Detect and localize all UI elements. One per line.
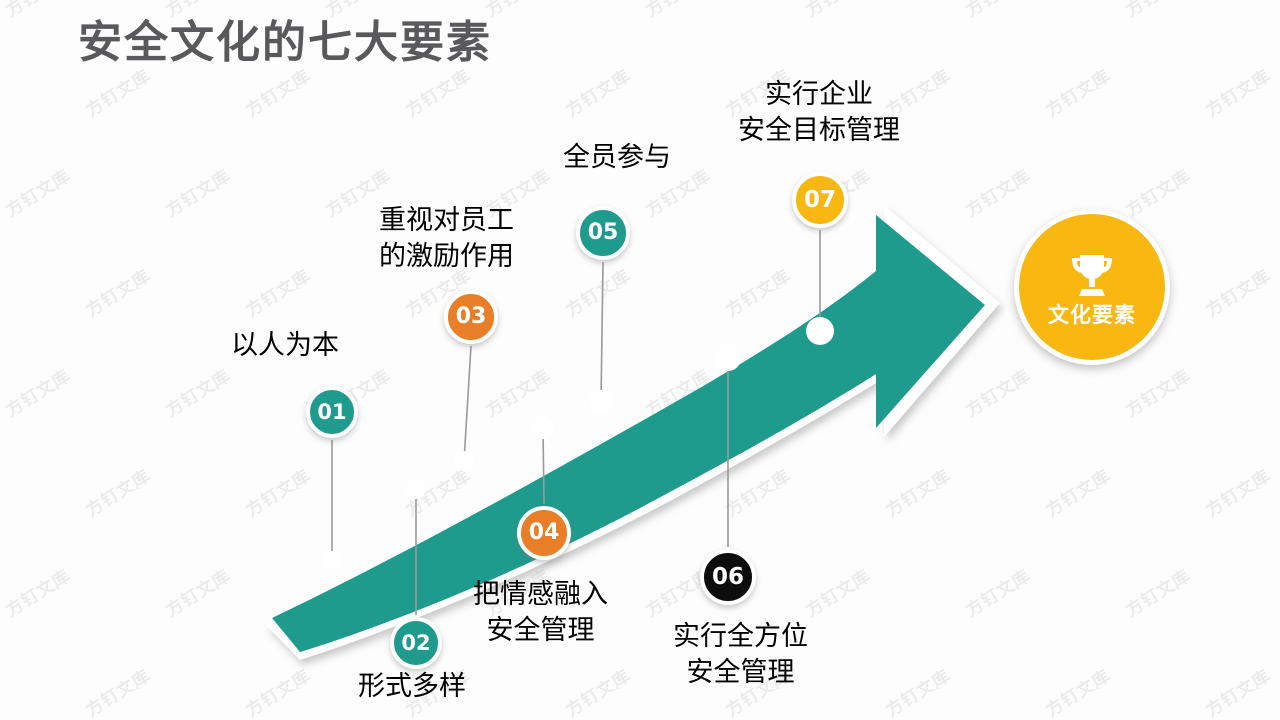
step-label-06: 实行全方位安全管理	[673, 619, 808, 690]
step-label-07: 实行企业安全目标管理	[738, 77, 900, 148]
progress-dot	[806, 317, 834, 345]
step-number: 02	[401, 630, 431, 655]
step-label-line: 全员参与	[563, 142, 671, 173]
step-label-05: 全员参与	[563, 140, 671, 176]
step-label-line: 安全目标管理	[738, 114, 900, 146]
curved-arrow-body	[272, 215, 985, 652]
step-marker-04[interactable]: 04	[517, 506, 571, 560]
step-marker-02[interactable]: 02	[390, 617, 442, 669]
step-marker-03[interactable]: 03	[444, 290, 498, 344]
progress-dot	[589, 390, 613, 414]
goal-badge[interactable]: 文化要素	[1014, 209, 1170, 365]
connector-line	[600, 261, 604, 403]
step-label-02: 形式多样	[358, 669, 466, 705]
step-label-line: 实行全方位	[673, 621, 808, 652]
step-label-line: 形式多样	[358, 671, 466, 702]
step-label-line: 安全管理	[486, 614, 595, 646]
trophy-icon	[1072, 254, 1112, 296]
step-number: 01	[317, 399, 347, 424]
progress-dot	[323, 551, 341, 569]
progress-dot	[715, 345, 741, 371]
step-marker-05[interactable]: 05	[576, 206, 630, 260]
step-label-line: 重视对员工	[379, 205, 514, 236]
connector-line	[542, 427, 545, 505]
step-marker-01[interactable]: 01	[306, 386, 358, 438]
step-number: 04	[528, 520, 560, 545]
step-number: 06	[711, 563, 744, 590]
step-number: 03	[455, 304, 487, 329]
step-marker-06[interactable]: 06	[700, 549, 756, 605]
step-label-04: 把情感融入安全管理	[473, 577, 608, 648]
page-title: 安全文化的七大要素	[78, 17, 492, 68]
step-label-01: 以人为本	[231, 328, 339, 364]
step-label-03: 重视对员工的激励作用	[379, 203, 514, 274]
step-label-line: 安全管理	[686, 656, 795, 688]
step-label-line: 实行企业	[765, 79, 873, 110]
progress-dot	[406, 479, 426, 499]
progress-dots	[323, 317, 834, 569]
progress-dot	[532, 417, 554, 439]
goal-badge-label: 文化要素	[1048, 302, 1136, 327]
step-label-line: 把情感融入	[473, 579, 608, 610]
step-label-line: 以人为本	[231, 330, 339, 361]
step-marker-07[interactable]: 07	[792, 172, 848, 228]
progress-dot	[454, 451, 474, 471]
step-number: 07	[803, 186, 836, 213]
step-label-line: 的激励作用	[379, 240, 514, 272]
connector-line	[463, 345, 472, 462]
connector-lines	[331, 230, 821, 615]
step-number: 05	[587, 220, 619, 245]
